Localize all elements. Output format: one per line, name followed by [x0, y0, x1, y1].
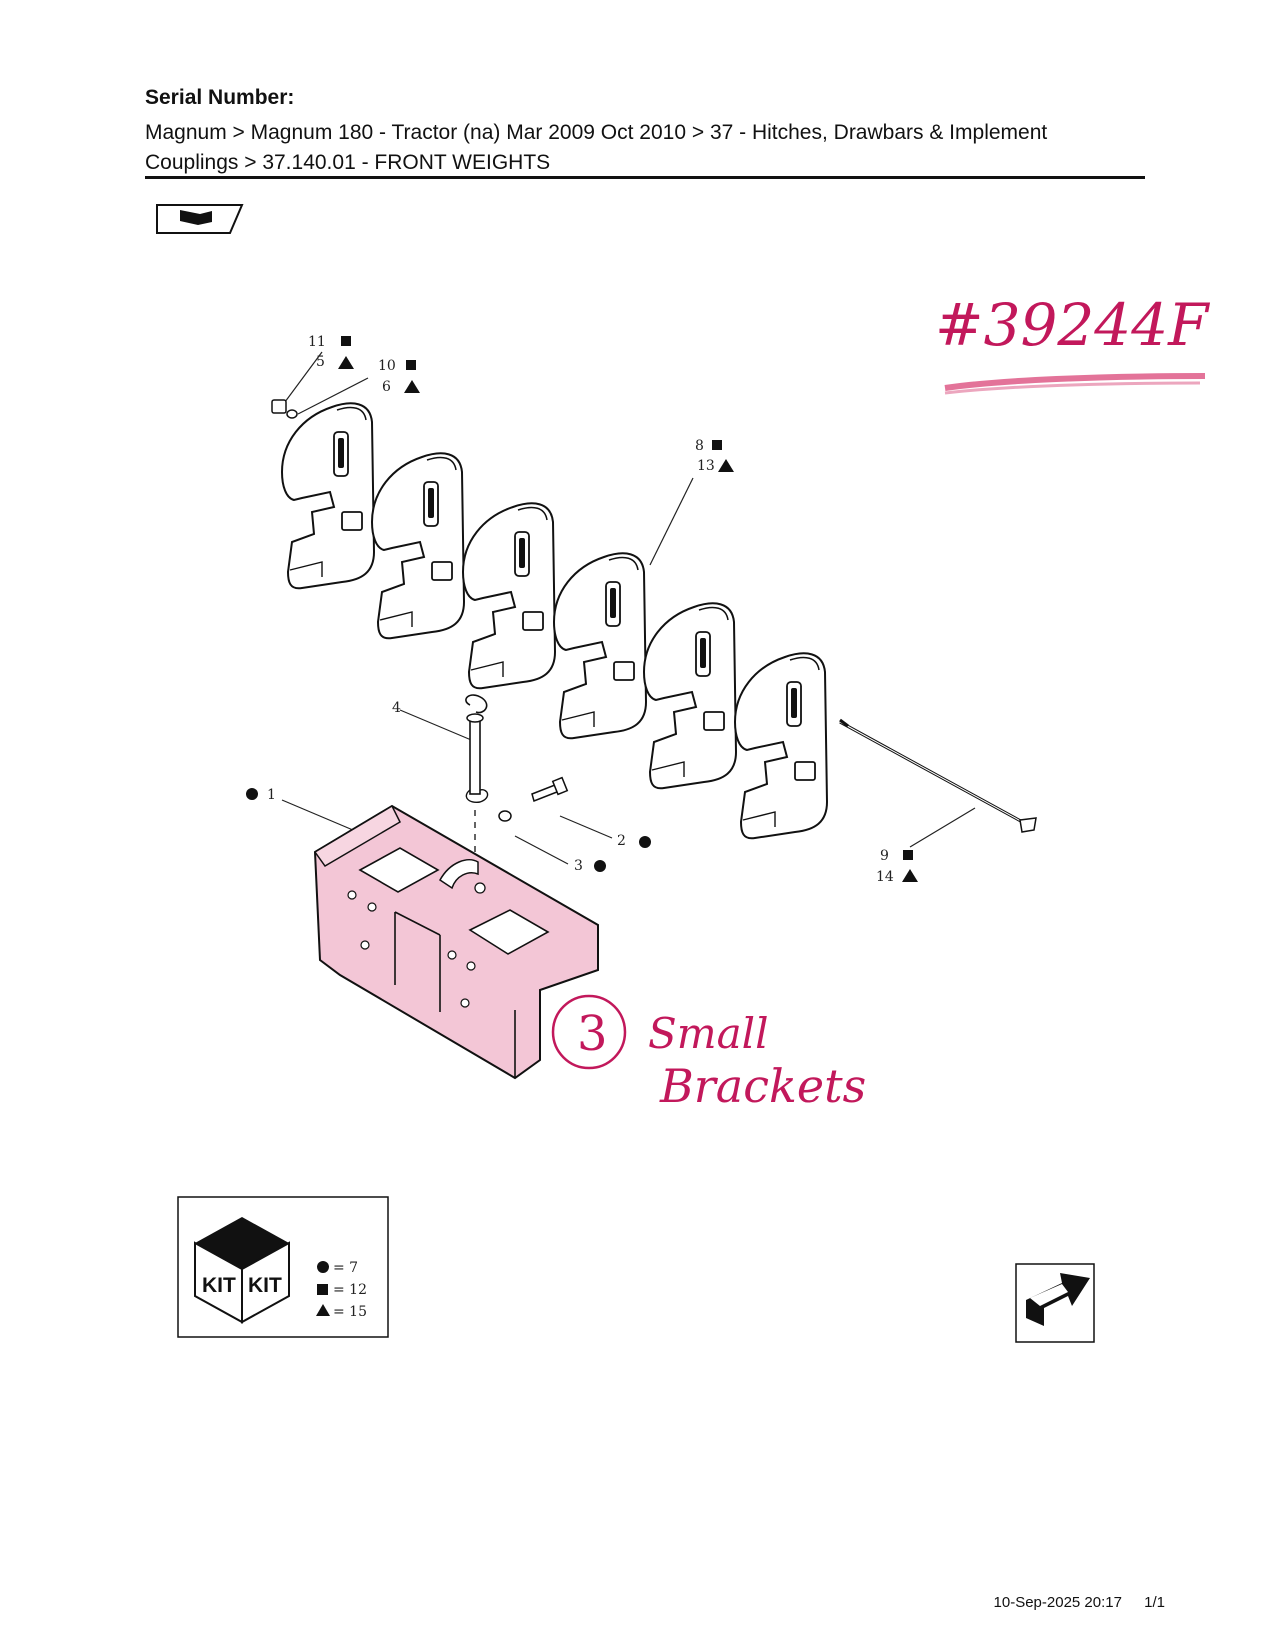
note-line-1: Small: [648, 1009, 769, 1058]
note-line-2: Brackets: [659, 1059, 866, 1113]
page-number: 1/1: [1144, 1594, 1165, 1611]
callout-13: 13: [697, 458, 715, 474]
suitcase-weight: [553, 552, 647, 740]
callout-2: 2: [617, 833, 626, 849]
breadcrumb-line-2[interactable]: Couplings > 37.140.01 - FRONT WEIGHTS: [145, 151, 551, 174]
callout-14: 14: [876, 869, 894, 885]
kit-label-right: KIT: [248, 1274, 282, 1297]
callouts: 11 5 10 6 8 13 4 1 2 3 9 14: [246, 334, 976, 885]
reference-number: #39244F: [935, 291, 1210, 359]
circled-number: 3: [577, 1006, 608, 1062]
callout-4: 4: [392, 700, 401, 716]
serial-number-label: Serial Number:: [145, 86, 295, 109]
bolt-and-nut: [498, 776, 569, 822]
kit-label-left: KIT: [202, 1274, 236, 1297]
handwritten-note: 3 Small Brackets: [551, 994, 866, 1113]
suitcase-weight: [371, 452, 465, 640]
suitcase-weight: [643, 602, 737, 790]
square-count: = 12: [333, 1282, 367, 1298]
page-header: Serial Number: Magnum > Magnum 180 - Tra…: [145, 86, 1145, 178]
nut-and-washer: [271, 399, 298, 419]
print-datetime: 10-Sep-2025 20:17: [993, 1594, 1122, 1611]
kit-legend: KIT KIT = 7 = 12 = 15: [177, 1196, 389, 1338]
callout-8: 8: [695, 438, 704, 454]
header-divider: [145, 176, 1145, 179]
suitcase-weight: [462, 502, 556, 690]
callout-6: 6: [382, 379, 391, 395]
next-page-arrow-icon[interactable]: [1015, 1263, 1095, 1343]
suitcase-weights: [281, 402, 828, 840]
kit-box-icon: KIT KIT: [194, 1217, 290, 1324]
book-nav-icon[interactable]: [156, 204, 244, 234]
front-weight-bracket: [313, 804, 599, 1080]
triangle-count: = 15: [333, 1304, 367, 1320]
suitcase-weight: [734, 652, 828, 840]
breadcrumb-line-1[interactable]: Magnum > Magnum 180 - Tractor (na) Mar 2…: [145, 121, 1048, 144]
callout-10: 10: [378, 358, 396, 374]
callout-11: 11: [308, 334, 326, 350]
hitch-pin: [465, 694, 489, 855]
tie-rod: [839, 718, 1037, 833]
circle-count: = 7: [333, 1260, 358, 1276]
page-footer: 10-Sep-2025 20:17 1/1: [976, 1594, 1165, 1611]
callout-3: 3: [574, 858, 583, 874]
suitcase-weight: [281, 402, 375, 590]
callout-1: 1: [267, 787, 276, 803]
callout-5: 5: [316, 354, 325, 370]
handwritten-reference: #39244F: [935, 291, 1210, 395]
callout-9: 9: [880, 848, 889, 864]
